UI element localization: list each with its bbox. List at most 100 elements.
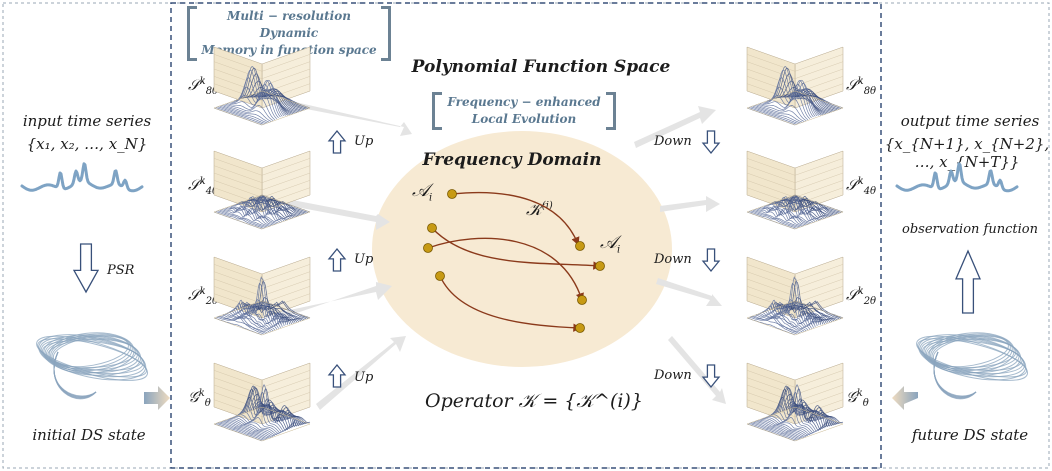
- stack-subscript: θ: [204, 398, 211, 409]
- stack-symbol: 𝒢: [188, 388, 199, 406]
- up-arrow-icon: [327, 129, 347, 154]
- left-surface-plot: [213, 362, 311, 442]
- output-set: {x_{N+1}, x_{N+2}, …, x_{N+T}}: [884, 135, 1050, 171]
- stack-subscript: 8θ: [205, 86, 219, 97]
- psr-arrow-icon: [72, 243, 100, 294]
- future-state-label: future DS state: [911, 426, 1029, 444]
- left-stack-label: 𝒢kθ: [188, 388, 211, 409]
- observation-function-label: observation function: [902, 222, 1038, 237]
- left-surface-plot: [213, 46, 311, 126]
- curve-end-dot: [575, 241, 585, 251]
- curve-start-dot: [447, 189, 457, 199]
- down-label: Down: [654, 252, 692, 267]
- curve-end-dot: [575, 323, 585, 333]
- down-label: Down: [654, 368, 692, 383]
- right-surface-plot: [746, 150, 844, 230]
- a-subscript-left: i: [429, 192, 433, 204]
- frequency-ellipse: [372, 131, 672, 367]
- curve-end-dot: [577, 295, 587, 305]
- down-arrow-icon: [701, 364, 721, 389]
- right-surface-plot: [746, 362, 844, 442]
- a-symbol-right: 𝒜: [600, 232, 618, 253]
- observation-arrow-icon: [955, 249, 981, 314]
- stack-subscript: 2θ: [863, 296, 877, 307]
- up-label: Up: [354, 252, 374, 267]
- curve-start-dot: [423, 243, 433, 253]
- input-wave: [20, 162, 144, 193]
- stack-subscript: 8θ: [863, 86, 877, 97]
- gradient-arrow-left: [144, 386, 170, 410]
- local-evolution-line2: Local Evolution: [471, 112, 577, 126]
- k-superscript: (i): [541, 200, 553, 212]
- input-set: {x₁, x₂, …, x_N}: [26, 135, 148, 153]
- up-arrow-icon: [327, 247, 347, 272]
- future-attractor: [916, 332, 1029, 400]
- stack-symbol: 𝒮: [846, 176, 858, 194]
- local-evolution-line1: Frequency − enhanced: [447, 95, 601, 109]
- right-stack-label: 𝒮k8θ: [846, 76, 876, 97]
- left-stack-label: 𝒮k2θ: [188, 286, 218, 307]
- right-surface-plot: [746, 46, 844, 126]
- gradient-arrow-right: [892, 386, 918, 410]
- stack-superscript: k: [857, 286, 864, 297]
- initial-attractor: [36, 332, 149, 400]
- evolution-curve: [439, 275, 582, 332]
- a-label-right: 𝒜i: [600, 232, 620, 256]
- initial-state-label: initial DS state: [32, 426, 146, 444]
- stack-symbol: 𝒮: [846, 286, 858, 304]
- stack-superscript: k: [199, 286, 206, 297]
- evolution-curve: [431, 227, 602, 270]
- right-stack-label: 𝒮k4θ: [846, 176, 876, 197]
- memory-title-line2: Memory in function space: [201, 43, 377, 57]
- left-stack-label: 𝒮k4θ: [188, 176, 218, 197]
- stack-superscript: k: [199, 176, 206, 187]
- local-evolution-box-title: Frequency − enhanced Local Evolution: [432, 92, 616, 130]
- stack-superscript: k: [857, 176, 864, 187]
- memory-title-line1: Multi − resolution Dynamic: [227, 9, 351, 40]
- up-arrow-icon: [327, 363, 347, 388]
- left-surface-plot: [213, 150, 311, 230]
- down-arrow-icon: [701, 130, 721, 155]
- stack-symbol: 𝒮: [188, 176, 200, 194]
- stack-symbol: 𝒮: [846, 76, 858, 94]
- center-dashed-frame: [170, 2, 882, 469]
- stack-subscript: 4θ: [205, 186, 219, 197]
- stack-symbol: 𝒮: [188, 286, 200, 304]
- stack-superscript: k: [857, 76, 864, 87]
- up-label: Up: [354, 134, 374, 149]
- curve-start-dot: [427, 223, 437, 233]
- down-arrow-icon: [701, 248, 721, 273]
- stack-symbol: 𝒮: [188, 76, 200, 94]
- left-stack-label: 𝒮k8θ: [188, 76, 218, 97]
- output-label: output time series: [900, 112, 1040, 130]
- memory-box-title: Multi − resolution Dynamic Memory in fun…: [187, 6, 391, 61]
- output-wave: [895, 162, 1019, 193]
- right-surface-plot: [746, 256, 844, 336]
- stack-superscript: k: [856, 388, 863, 399]
- stack-subscript: 2θ: [205, 296, 219, 307]
- right-stack-label: 𝒢kθ: [846, 388, 869, 409]
- left-surface-plot: [213, 256, 311, 336]
- frequency-domain-title: Frequency Domain: [422, 150, 602, 170]
- stack-subscript: θ: [862, 398, 869, 409]
- stack-superscript: k: [198, 388, 205, 399]
- a-label-left: 𝒜i: [412, 180, 432, 204]
- evolution-curve: [427, 237, 584, 302]
- a-symbol-left: 𝒜: [412, 180, 430, 201]
- curve-start-dot: [435, 271, 445, 281]
- k-label: 𝒦(i): [526, 200, 553, 220]
- right-stack-label: 𝒮k2θ: [846, 286, 876, 307]
- a-subscript-right: i: [617, 244, 621, 256]
- stack-superscript: k: [199, 76, 206, 87]
- evolution-curve: [451, 191, 580, 246]
- down-label: Down: [654, 134, 692, 149]
- operator-text: Operator 𝒦 = {𝒦^(i)}: [425, 390, 643, 412]
- up-label: Up: [354, 370, 374, 385]
- input-label: input time series: [22, 112, 152, 130]
- curve-end-dot: [595, 261, 605, 271]
- main-title: Polynomial Function Space: [411, 57, 671, 77]
- stack-symbol: 𝒢: [846, 388, 857, 406]
- k-symbol: 𝒦: [526, 200, 542, 220]
